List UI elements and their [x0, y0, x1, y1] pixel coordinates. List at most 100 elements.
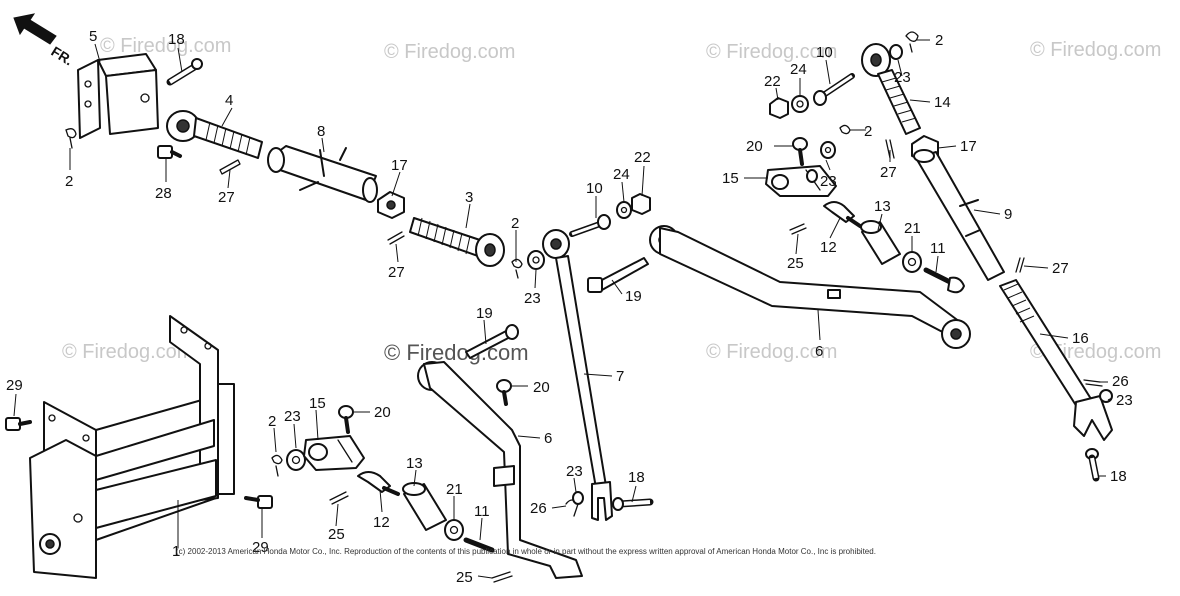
part-16-rod [999, 279, 1113, 441]
callout-number: 20 [746, 138, 763, 155]
part-27-spring-pin [885, 139, 895, 159]
part-24-washer [616, 201, 632, 219]
watermark-text: © Firedog.com [1030, 39, 1161, 61]
callout-number: 10 [816, 44, 833, 61]
callout-number: 20 [374, 404, 391, 421]
callout-number: 23 [284, 408, 301, 425]
part-20-clevis-pin [496, 379, 512, 406]
part-3-rod-end [409, 217, 505, 267]
callout-number: 29 [252, 539, 269, 556]
callout-number: 29 [6, 377, 23, 394]
callout-number: 18 [168, 31, 185, 48]
callout-number: 25 [456, 569, 473, 586]
callout-number: 19 [625, 288, 642, 305]
callout-number: 12 [820, 239, 837, 256]
part-27-spring-pin [219, 159, 241, 175]
part-12-eyebolt [357, 471, 400, 496]
watermark-text: © Firedog.com [384, 340, 529, 365]
callout-number: 3 [465, 189, 473, 206]
callout-number: 2 [268, 413, 276, 430]
callout-number: 12 [373, 514, 390, 531]
part-2-clip [839, 124, 851, 135]
part-29-bolt [244, 495, 273, 509]
callout-number: 15 [722, 170, 739, 187]
part-20-clevis-pin [792, 137, 808, 166]
part-22-nut [769, 97, 789, 119]
watermark-text: © Firedog.com [384, 41, 515, 63]
part-5-bracket [77, 53, 159, 139]
part-27-spring-pin [387, 231, 405, 245]
part-4-rod-end [166, 110, 263, 159]
callout-number: 13 [406, 455, 423, 472]
callout-number: 9 [1004, 206, 1012, 223]
part-23-washer [1099, 389, 1113, 403]
callout-number: 15 [309, 395, 326, 412]
front-direction-arrow-icon: FR. [13, 13, 76, 69]
part-2-clip [905, 31, 919, 53]
callout-number: 18 [1110, 468, 1127, 485]
callout-number: 16 [1072, 330, 1089, 347]
part-22-nut [631, 193, 651, 215]
callout-number: 13 [874, 198, 891, 215]
part-10-bolt [569, 214, 611, 237]
part-15-clevis [765, 165, 837, 197]
part-2-clip [65, 128, 77, 149]
callout-number: 19 [476, 305, 493, 322]
part-18-pin [612, 497, 654, 511]
callout-number: 23 [566, 463, 583, 480]
part-21-collar [444, 519, 464, 541]
callout-number: 21 [446, 481, 463, 498]
callout-number: 27 [880, 164, 897, 181]
part-25-pin [329, 491, 349, 505]
watermark-text: © Firedog.com [706, 41, 837, 63]
callout-number: 28 [155, 185, 172, 202]
callout-number: 8 [317, 123, 325, 140]
part-29-bolt [5, 417, 32, 431]
callout-number: 11 [474, 503, 490, 520]
callout-number: 4 [225, 92, 233, 109]
callout-number: 24 [790, 61, 807, 78]
callout-number: 1 [172, 543, 180, 560]
callout-number: 21 [904, 220, 921, 237]
front-direction-label: FR. [48, 43, 76, 69]
callout-number: 27 [218, 189, 235, 206]
part-14-rod-end [861, 43, 921, 135]
callout-number: 26 [530, 500, 547, 517]
callout-number: 23 [820, 173, 837, 190]
part-28-bolt [157, 145, 182, 159]
callout-number: 2 [511, 215, 519, 232]
watermark-text: © Firedog.com [706, 341, 837, 363]
callout-number: 22 [764, 73, 781, 90]
callout-number: 2 [65, 173, 73, 190]
part-15-clevis [303, 435, 365, 471]
callout-number: 20 [533, 379, 550, 396]
leader-lines [13, 39, 1113, 579]
part-19-pin [587, 257, 649, 293]
watermark-text: © Firedog.com [62, 341, 193, 363]
callout-number: 27 [388, 264, 405, 281]
callout-number: 17 [960, 138, 977, 155]
part-13-spacer [860, 220, 901, 265]
part-1-mounting-frame [29, 315, 235, 579]
part-2-clip [271, 454, 283, 477]
part-17-nut [377, 191, 405, 219]
callout-number: 25 [787, 255, 804, 272]
callout-number: 25 [328, 526, 345, 543]
callout-number: 22 [634, 149, 651, 166]
callout-number: 23 [894, 69, 911, 86]
part-18-pin [1085, 448, 1100, 482]
callout-number: 24 [613, 166, 630, 183]
callout-number: 27 [1052, 260, 1069, 277]
watermark-text: © Firedog.com [100, 35, 231, 57]
part-23-washer [820, 141, 836, 159]
part-23-washer [527, 250, 545, 270]
callout-labels: 5 18 4 8 2 28 27 17 3 27 2 23 10 24 22 1… [6, 28, 1133, 586]
callout-number: 5 [89, 28, 97, 45]
part-6-lift-arm [649, 225, 971, 349]
part-10-bolt [813, 73, 855, 106]
callout-number: 2 [864, 123, 872, 140]
part-2-clip [511, 258, 523, 279]
callout-number: 26 [1112, 373, 1129, 390]
part-8-shaft [267, 145, 378, 203]
